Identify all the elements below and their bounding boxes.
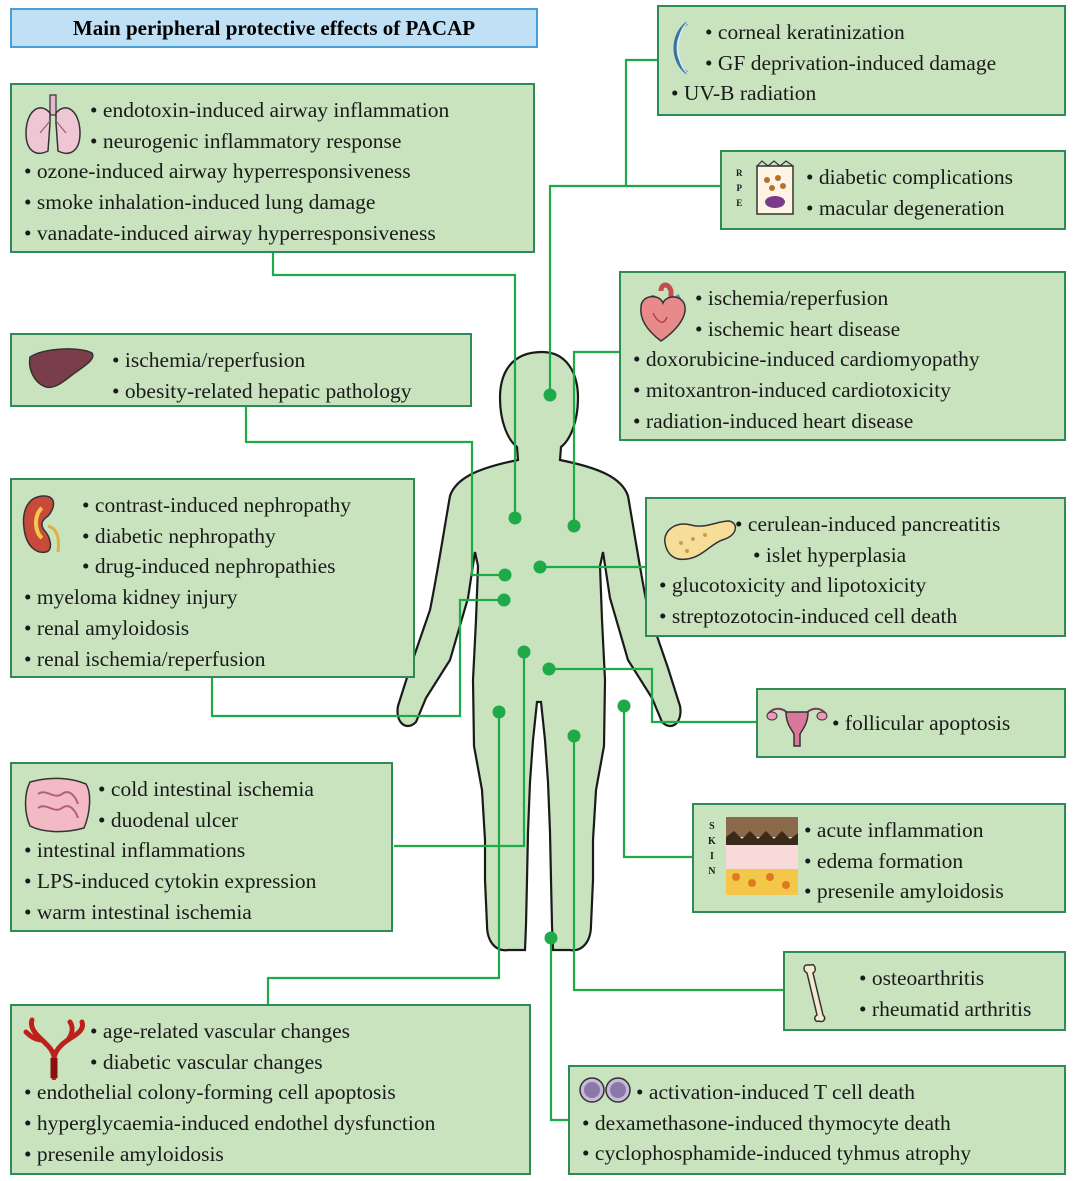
effect-item: hyperglycaemia-induced endothel dysfunct…: [24, 1108, 521, 1139]
organ-dot-vessel: [492, 705, 506, 719]
effect-item: doxorubicine-induced cardiomyopathy: [633, 344, 1056, 375]
effect-item: cold intestinal ischemia: [24, 774, 383, 805]
organ-dot-pancreas: [533, 560, 547, 574]
eye-effects-box: corneal keratinization GF deprivation-in…: [657, 5, 1066, 116]
pancreas-icon: [664, 520, 737, 561]
skin-label: S K I N: [708, 821, 716, 877]
skin-layers-icon: [726, 817, 798, 895]
effect-item: activation-induced T cell death: [582, 1077, 1056, 1108]
page-title: Main peripheral protective effects of PA…: [10, 8, 538, 48]
effect-item: vanadate-induced airway hyperresponsiven…: [24, 218, 525, 249]
organ-dot-heart: [567, 519, 581, 533]
effect-item: diabetic complications: [734, 162, 1056, 193]
effect-item: ischemia/reperfusion: [633, 283, 1056, 314]
cornea-icon: [673, 21, 688, 75]
effect-item: mitoxantron-induced cardiotoxicity: [633, 375, 1056, 406]
effect-item: diabetic vascular changes: [24, 1047, 521, 1078]
lung-effects-box: endotoxin-induced airway inflammation ne…: [10, 83, 535, 253]
organ-dot-kidney: [497, 593, 511, 607]
effect-item: follicular apoptosis: [770, 708, 1056, 739]
organ-dot-bone: [567, 729, 581, 743]
effect-item: UV-B radiation: [671, 78, 1056, 109]
effect-item: diabetic nephropathy: [24, 521, 405, 552]
effect-item: rheumatid arthritis: [797, 994, 1056, 1025]
connector-kidney: [210, 598, 504, 718]
organ-dot-skin: [617, 699, 631, 713]
effect-item: osteoarthritis: [797, 963, 1056, 994]
effect-item: cerulean-induced pancreatitis: [659, 509, 1056, 540]
effect-item: ischemia/reperfusion: [24, 345, 462, 376]
effect-item: obesity-related hepatic pathology: [24, 376, 462, 407]
effect-item: contrast-induced nephropathy: [24, 490, 405, 521]
organ-dot-immune: [544, 931, 558, 945]
organ-dot-liver: [498, 568, 512, 582]
connector-heart: [572, 350, 620, 526]
effect-item: warm intestinal ischemia: [24, 897, 383, 928]
effect-item: neurogenic inflammatory response: [24, 126, 525, 157]
effect-item: presenile amyloidosis: [706, 876, 1056, 907]
effect-item: drug-induced nephropathies: [24, 551, 405, 582]
skin-effects-box: S K I N acute inflammation edema formati…: [692, 803, 1066, 913]
effect-item: ischemic heart disease: [633, 314, 1056, 345]
connector-skin: [622, 706, 692, 859]
effect-item: renal ischemia/reperfusion: [24, 644, 405, 675]
effect-item: streptozotocin-induced cell death: [659, 601, 1056, 632]
effect-item: duodenal ulcer: [24, 805, 383, 836]
organ-dot-ovary: [542, 662, 556, 676]
organ-dot-intestine: [517, 645, 531, 659]
organ-dot-eye: [543, 388, 557, 402]
effect-item: islet hyperplasia: [659, 540, 1056, 571]
effect-item: dexamethasone-induced thymocyte death: [582, 1108, 1056, 1139]
uterus-icon: [766, 707, 828, 747]
kidney-icon: [22, 495, 60, 554]
lungs-icon: [25, 94, 81, 154]
vessel-effects-box: age-related vascular changes diabetic va…: [10, 1004, 531, 1175]
connector-lung: [271, 252, 517, 518]
ovary-effects-box: follicular apoptosis: [756, 688, 1066, 758]
liver-effects-box: ischemia/reperfusion obesity-related hep…: [10, 333, 472, 407]
rpe-label: R P E: [736, 168, 743, 208]
heart-effects-box: ischemia/reperfusion ischemic heart dise…: [619, 271, 1066, 441]
bone-icon: [803, 963, 826, 1023]
kidney-effects-box: contrast-induced nephropathy diabetic ne…: [10, 478, 415, 678]
effect-item: radiation-induced heart disease: [633, 406, 1056, 437]
immune-effects-box: activation-induced T cell death dexameth…: [568, 1065, 1066, 1175]
intestine-effects-box: cold intestinal ischemia duodenal ulcer …: [10, 762, 393, 932]
effect-item: renal amyloidosis: [24, 613, 405, 644]
connector-vessel: [266, 712, 501, 1006]
blood-vessel-icon: [23, 1017, 85, 1080]
effect-item: intestinal inflammations: [24, 835, 383, 866]
effect-item: presenile amyloidosis: [24, 1139, 521, 1170]
connector-ovary: [549, 667, 756, 724]
effect-item: cyclophosphamide-induced tyhmus atrophy: [582, 1138, 1056, 1169]
effect-item: LPS-induced cytokin expression: [24, 866, 383, 897]
effect-item: GF deprivation-induced damage: [671, 48, 1056, 79]
effect-item: glucotoxicity and lipotoxicity: [659, 570, 1056, 601]
connector-liver: [244, 406, 505, 577]
retina-effects-box: R P E diabetic complications macular deg…: [720, 150, 1066, 230]
connector-bone: [572, 736, 783, 992]
bone-effects-box: osteoarthritis rheumatid arthritis: [783, 951, 1066, 1031]
heart-icon: [640, 282, 686, 342]
effect-item: age-related vascular changes: [24, 1016, 521, 1047]
lymphocyte-icon: [579, 1077, 631, 1103]
effect-item: ozone-induced airway hyperresponsiveness: [24, 156, 525, 187]
effect-item: smoke inhalation-induced lung damage: [24, 187, 525, 218]
rpe-cell-icon: [756, 160, 794, 215]
human-body-silhouette: [396, 350, 682, 952]
connector-intestine: [394, 652, 526, 848]
pancreas-effects-box: cerulean-induced pancreatitis islet hype…: [645, 497, 1066, 637]
effect-item: myeloma kidney injury: [24, 582, 405, 613]
effect-item: corneal keratinization: [671, 17, 1056, 48]
liver-icon: [28, 348, 94, 389]
organ-dot-lung: [508, 511, 522, 525]
connector-immune: [549, 938, 568, 1122]
effect-item: macular degeneration: [734, 193, 1056, 224]
effect-item: edema formation: [706, 846, 1056, 877]
effect-item: acute inflammation: [706, 815, 1056, 846]
effect-item: endotoxin-induced airway inflammation: [24, 95, 525, 126]
intestine-icon: [24, 777, 91, 833]
effect-item: endothelial colony-forming cell apoptosi…: [24, 1077, 521, 1108]
